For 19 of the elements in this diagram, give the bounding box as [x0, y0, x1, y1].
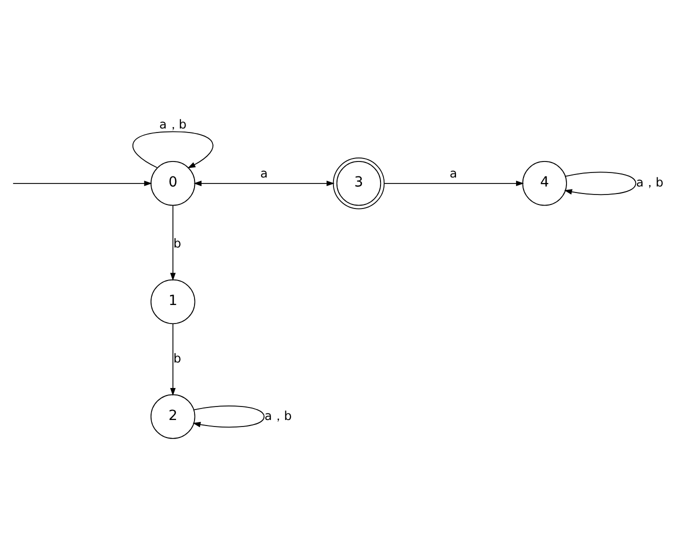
- arrow: [194, 180, 334, 186]
- arrow: [12, 180, 152, 186]
- node-circle: 1: [150, 279, 196, 324]
- edge-label: a，b: [636, 176, 664, 190]
- edge-label: a，b: [159, 117, 187, 132]
- node-circle: 4: [522, 161, 567, 206]
- edge-label: a，b: [264, 408, 292, 423]
- node-circle: 3: [332, 158, 385, 210]
- node-circle: 2: [150, 394, 196, 439]
- arrow: [170, 204, 176, 281]
- arrow: [384, 180, 524, 186]
- edge-label: a: [260, 166, 268, 180]
- arrow: [170, 323, 176, 396]
- arrow: [192, 406, 265, 428]
- edge-label: b: [173, 236, 182, 251]
- arrow: [564, 172, 636, 195]
- edge-label: b: [173, 351, 182, 366]
- edge-label: a: [450, 166, 458, 180]
- arrow: [132, 131, 214, 168]
